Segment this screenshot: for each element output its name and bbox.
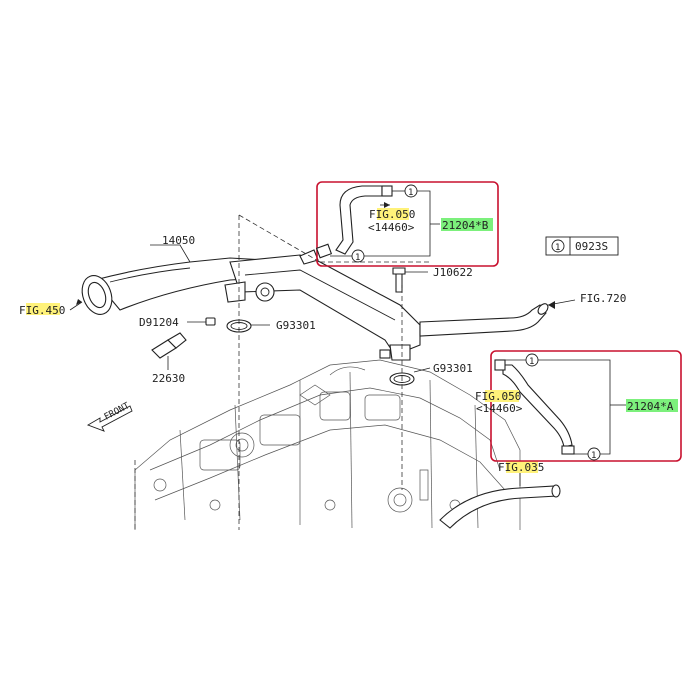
svg-text:1: 1 [355,253,360,263]
svg-text:1: 1 [591,451,596,461]
engine-block [134,359,521,530]
svg-text:FIG.035: FIG.035 [498,461,544,474]
guide-lines [134,214,430,530]
svg-text:<14460>: <14460> [368,221,415,234]
svg-text:21204*A: 21204*A [627,400,674,413]
svg-text:FRONT: FRONT [103,401,132,423]
label-22630: 22630 [152,372,185,385]
lower-pipe [439,484,561,529]
front-indicator: FRONT [86,401,133,432]
sensor-22630 [151,332,187,370]
label-fig-720: FIG.720 [580,292,626,305]
box-21204a: 1 1 FIG.050 <14460> 21204*A [475,350,682,462]
pipe-bolt [379,349,391,359]
svg-text:FIG.050: FIG.050 [475,390,521,403]
label-g93301-top: G93301 [276,319,316,332]
o-ring-top [226,319,270,333]
label-d91204: D91204 [139,316,179,329]
svg-text:FIG.450: FIG.450 [19,304,65,317]
label-14050: 14050 [162,234,195,247]
box-21204b: 1 1 FIG.050 <14460> 21204*B [315,181,499,267]
plug-d91204 [187,317,216,326]
bolt-j10622 [392,267,428,293]
coolant-pipe-assembly [81,249,549,361]
svg-text:0923S: 0923S [575,240,608,253]
svg-text:1: 1 [529,357,534,367]
label-g93301-bottom: G93301 [433,362,473,375]
label-leaders [69,244,576,486]
label-j10622: J10622 [433,266,473,279]
svg-text:<14460>: <14460> [476,402,523,415]
svg-text:FIG.050: FIG.050 [369,208,415,221]
svg-text:1: 1 [555,243,560,253]
label-fig-035: FIG.035 [498,461,544,474]
legend-0923s: 1 0923S [545,236,619,256]
svg-text:1: 1 [408,188,413,198]
label-fig-450: FIG.450 [19,303,65,317]
svg-text:21204*B: 21204*B [442,219,489,232]
